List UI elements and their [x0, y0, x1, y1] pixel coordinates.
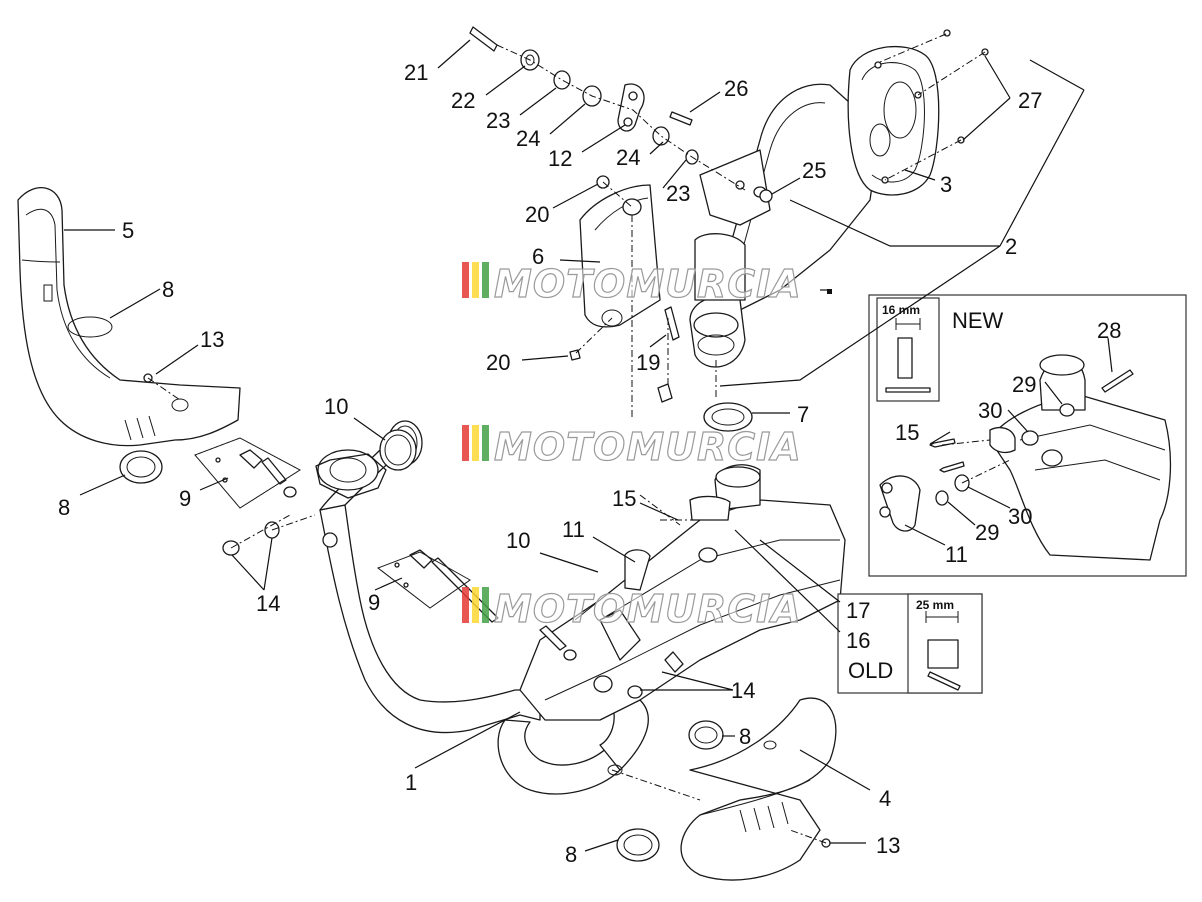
- callout-8: 8: [565, 842, 577, 867]
- callout-labels: 21 22 23 24 12 26 24 23 20 25 3 27 2 6 2…: [58, 60, 1121, 867]
- callout-14: 14: [731, 678, 755, 703]
- hardware-top-cluster: [469, 26, 989, 361]
- callout-3: 3: [940, 172, 952, 197]
- new-label: NEW: [952, 308, 1004, 333]
- callout-22: 22: [451, 88, 475, 113]
- callout-23: 23: [486, 108, 510, 133]
- callout-11: 11: [562, 517, 585, 542]
- callout-1: 1: [405, 770, 417, 795]
- callout-28: 28: [1097, 318, 1121, 343]
- callout-21: 21: [404, 60, 428, 85]
- leader-lines: [64, 39, 1113, 852]
- part-lower-heat-shield-4: [616, 697, 837, 881]
- callout-29: 29: [1012, 372, 1036, 397]
- callout-9: 9: [368, 590, 380, 615]
- part-muffler-2: [689, 83, 881, 368]
- callout-8: 8: [58, 495, 70, 520]
- callout-17: 17: [846, 598, 870, 623]
- callout-8: 8: [162, 277, 174, 302]
- callout-23: 23: [666, 181, 690, 206]
- old-label: OLD: [848, 658, 893, 683]
- watermark-middle: MOTOMURCIA: [462, 424, 802, 470]
- old-dimension-label: 25 mm: [916, 598, 954, 612]
- part-end-cap-3: [847, 45, 940, 196]
- watermark-bottom: MOTOMURCIA: [462, 586, 802, 632]
- callout-20: 20: [486, 350, 510, 375]
- hardware-clamp-7: [703, 402, 753, 432]
- callout-6: 6: [532, 244, 544, 269]
- callout-29: 29: [975, 520, 999, 545]
- callout-10: 10: [506, 528, 530, 553]
- callout-15: 15: [612, 486, 636, 511]
- callout-4: 4: [879, 786, 891, 811]
- callout-24: 24: [616, 145, 640, 170]
- watermark-text: MOTOMURCIA: [494, 425, 802, 469]
- watermark-text: MOTOMURCIA: [494, 587, 802, 631]
- callout-13: 13: [876, 833, 900, 858]
- callout-24: 24: [516, 126, 540, 151]
- callout-15: 15: [895, 420, 919, 445]
- callout-16: 16: [846, 628, 870, 653]
- callout-11: 11: [945, 542, 968, 567]
- callout-10: 10: [324, 394, 348, 419]
- callout-19: 19: [636, 350, 660, 375]
- callout-7: 7: [797, 402, 809, 427]
- callout-26: 26: [724, 76, 748, 101]
- callout-27: 27: [1018, 88, 1042, 113]
- hardware-gasket-10: [379, 429, 417, 471]
- callout-14: 14: [256, 591, 280, 616]
- callout-30: 30: [1008, 504, 1032, 529]
- new-inset-box: 16 mm NEW: [868, 294, 1187, 577]
- callout-9: 9: [179, 486, 191, 511]
- new-dimension-label: 16 mm: [882, 303, 920, 317]
- part-heat-shield-5: [17, 187, 241, 484]
- part-silencer-body: [519, 464, 846, 721]
- marker-dot: [827, 289, 832, 294]
- callout-8: 8: [739, 724, 751, 749]
- hardware-clamp-19: [657, 306, 680, 403]
- callout-20: 20: [525, 202, 549, 227]
- callout-5: 5: [122, 218, 134, 243]
- watermark-top: MOTOMURCIA: [462, 261, 802, 307]
- callout-12: 12: [548, 146, 572, 171]
- assembly-lines: [147, 33, 986, 844]
- old-inset-box: 25 mm OLD: [837, 593, 983, 694]
- callout-13: 13: [200, 327, 224, 352]
- watermark-text: MOTOMURCIA: [494, 262, 802, 306]
- callout-30: 30: [978, 398, 1002, 423]
- callout-25: 25: [802, 158, 826, 183]
- callout-2: 2: [1005, 234, 1017, 259]
